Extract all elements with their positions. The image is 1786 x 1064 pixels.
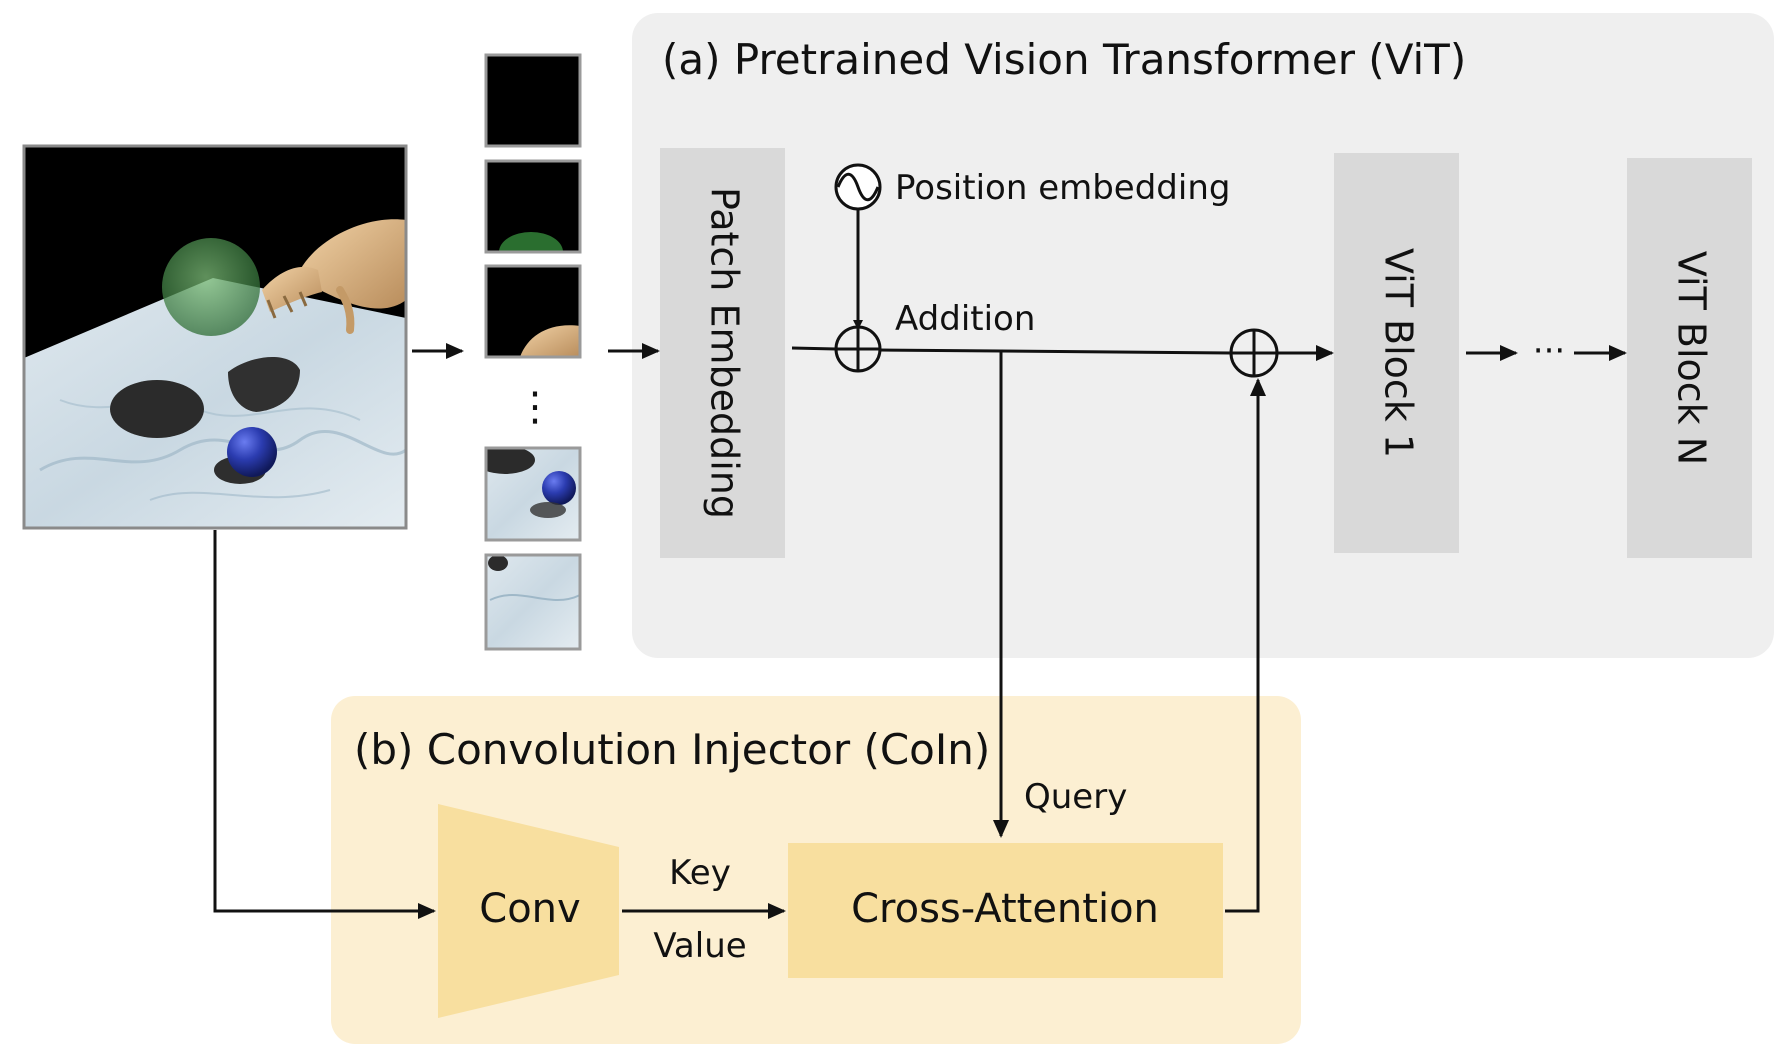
input-image [22,144,408,530]
position-embedding-icon [834,163,882,211]
patch-embedding-block [660,148,785,558]
vit-panel [632,13,1774,658]
coin-title: (b) Convolution Injector (CoIn) [354,725,990,774]
key-label: Key [669,853,731,893]
cross-attention-block [788,843,1223,978]
patch-embedding-label: Patch Embedding [703,187,747,519]
blocks-ellipsis: ··· [1533,331,1565,371]
position-embedding-label: Position embedding [895,168,1230,208]
addition-icon-2 [1229,328,1279,378]
patch-1 [484,53,582,148]
embedding-to-add-line [791,346,837,351]
conv-block [438,804,619,1018]
cross-attention-label: Cross-Attention [851,886,1159,932]
vit-block-n [1627,158,1752,558]
patch-3 [484,264,582,359]
patch-2 [484,159,582,254]
patches-ellipsis: ⋮ [515,384,555,430]
add-to-add-line [879,348,1232,355]
conv-label: Conv [479,886,580,932]
vit-title: (a) Pretrained Vision Transformer (ViT) [662,35,1466,84]
attention-to-add-arrow [1225,378,1266,913]
patch-5 [484,553,582,651]
vit-block-1 [1334,153,1459,553]
patch-4 [484,446,582,542]
vit-block-1-label: ViT Block 1 [1377,248,1421,458]
vit-block-n-label: ViT Block N [1670,251,1714,465]
query-label: Query [1024,777,1127,817]
addition-icon-1 [834,325,882,373]
value-label: Value [653,926,746,966]
image-to-conv-arrow [213,530,436,919]
addition-label: Addition [895,299,1035,339]
